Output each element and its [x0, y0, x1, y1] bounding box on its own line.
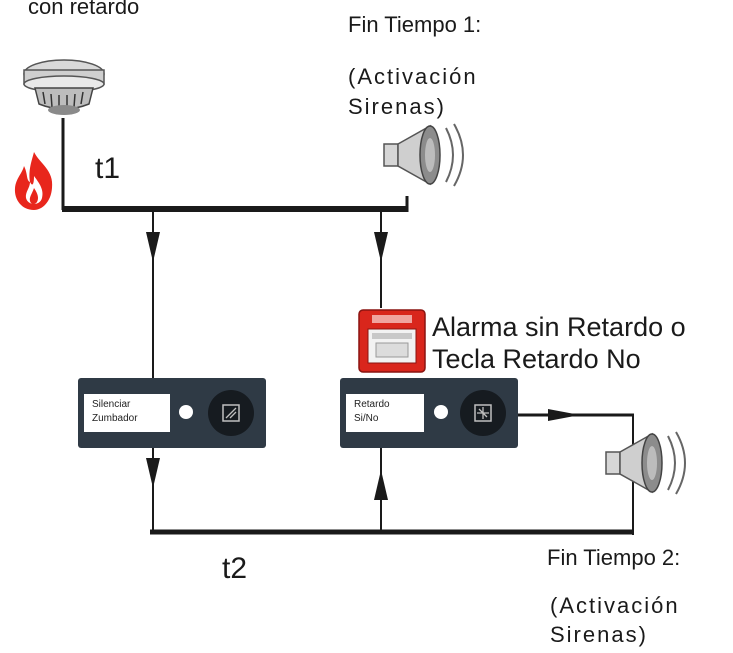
silenciar-text: Silenciar — [92, 399, 131, 410]
siren-icon — [383, 123, 464, 187]
t1-label: t1 — [95, 152, 121, 185]
delay-key-icon — [474, 404, 492, 422]
activacion-sirenas-2-line2: Sirenas) — [550, 622, 648, 647]
arrow-right-to-siren — [548, 409, 580, 421]
t2-label: t2 — [222, 552, 248, 585]
zumbador-text: Zumbador — [92, 413, 138, 424]
activacion-sirenas-1-line2: Sirenas) — [348, 94, 446, 119]
silenciar-zumbador-button[interactable] — [208, 390, 254, 436]
retardo-panel: Retardo Si/No — [340, 378, 518, 448]
silenciar-zumbador-panel: Silenciar Zumbador — [78, 378, 266, 448]
fire-icon — [14, 152, 53, 210]
smoke-detector-caption: con retardo — [28, 0, 140, 19]
buzzer-key-icon — [222, 404, 240, 422]
tecla-retardo-no-label: Tecla Retardo No — [432, 344, 641, 374]
silenciar-led — [179, 405, 193, 419]
retardo-label: Retardo Si/No — [346, 394, 424, 432]
fin-tiempo-1-label: Fin Tiempo 1: — [348, 12, 482, 37]
smoke-detector-icon — [23, 59, 105, 115]
alarma-sin-retardo-label: Alarma sin Retardo o — [432, 312, 686, 342]
siren-icon-2 — [605, 431, 686, 495]
activacion-sirenas-2-line1: (Activación — [550, 593, 680, 618]
arrow-up-right-lower — [374, 470, 388, 500]
fin-tiempo-2-label: Fin Tiempo 2: — [547, 545, 681, 570]
arrow-down-right-upper — [374, 232, 388, 262]
activacion-sirenas-1-line1: (Activación — [348, 64, 478, 89]
retardo-text: Retardo — [354, 399, 390, 410]
retardo-si-no-button[interactable] — [460, 390, 506, 436]
retardo-led — [434, 405, 448, 419]
manual-call-point-icon — [358, 309, 426, 373]
arrow-down-left-upper — [146, 232, 160, 262]
silenciar-zumbador-label: Silenciar Zumbador — [84, 394, 170, 432]
arrow-down-left-lower — [146, 458, 160, 488]
si-no-text: Si/No — [354, 413, 379, 424]
